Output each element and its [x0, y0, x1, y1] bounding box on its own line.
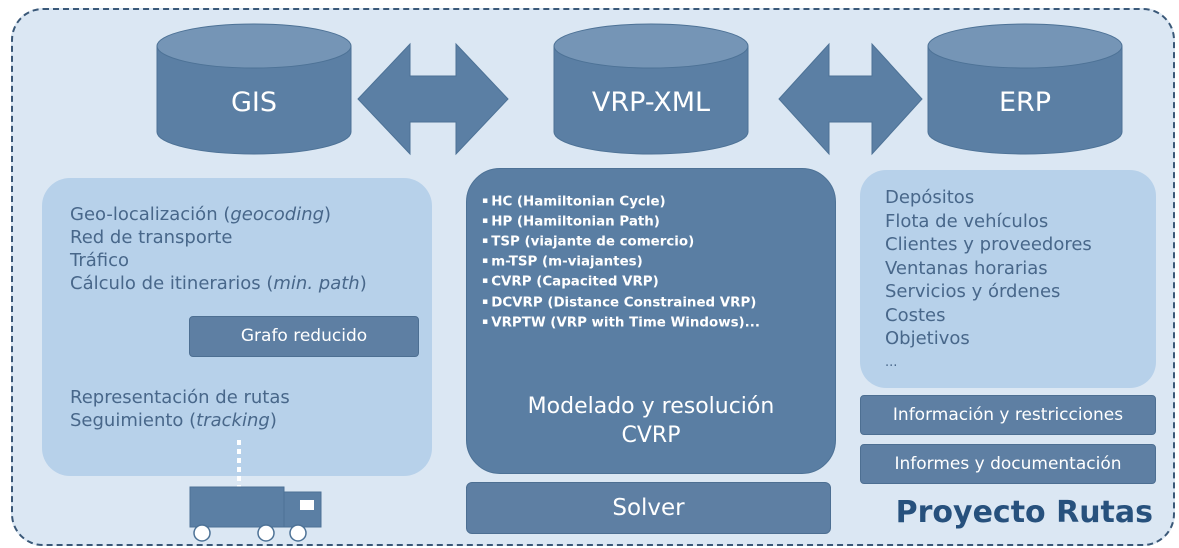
list-item: Objetivos [885, 328, 970, 349]
vrp-xml-label: VRP-XML [591, 87, 711, 118]
list-item: CVRP (Capacited VRP) [482, 272, 760, 292]
list-item: Cálculo de itinerarios (min. path) [70, 273, 367, 294]
list-item: Representación de rutas [70, 387, 290, 408]
gis-label: GIS [230, 87, 278, 118]
double-arrow-icon [357, 42, 509, 156]
erp-data-list: Depósitos Flota de vehículos Clientes y … [885, 186, 1092, 374]
modelado-title: Modelado y resolución CVRP [466, 392, 836, 450]
list-item: VRPTW (VRP with Time Windows)... [482, 313, 760, 333]
list-item: Seguimiento (tracking) [70, 410, 277, 431]
list-item: Red de transporte [70, 227, 233, 248]
list-item: m-TSP (m-viajantes) [482, 252, 760, 272]
tracking-list: Representación de rutas Seguimiento (tra… [70, 386, 290, 432]
solver-box: Solver [466, 482, 831, 534]
vrp-xml-database-icon [553, 23, 749, 155]
informes-box: Informes y documentación [860, 444, 1156, 484]
algorithm-list: HC (Hamiltonian Cycle) HP (Hamiltonian P… [482, 192, 760, 333]
list-item: HP (Hamiltonian Path) [482, 212, 760, 232]
list-item: Geo-localización (geocoding) [70, 204, 332, 225]
list-item: Costes [885, 304, 946, 326]
list-item: TSP (viajante de comercio) [482, 232, 760, 252]
list-item: Ventanas horarias [885, 257, 1048, 279]
list-item: HC (Hamiltonian Cycle) [482, 192, 760, 212]
gis-database-icon [156, 23, 352, 155]
modelado-title-line1: Modelado y resolución [527, 394, 775, 419]
project-title: Proyecto Rutas [895, 495, 1153, 530]
list-item: Servicios y órdenes [885, 281, 1061, 302]
erp-label: ERP [998, 87, 1052, 118]
list-item: Clientes y proveedores [885, 234, 1092, 255]
list-item: Depósitos [885, 187, 975, 208]
erp-data-panel [860, 170, 1156, 388]
double-arrow-icon [778, 42, 923, 156]
list-item: DCVRP (Distance Constrained VRP) [482, 293, 760, 313]
modelado-title-line2: CVRP [621, 423, 681, 448]
list-item: ... [885, 354, 898, 370]
list-item: Tráfico [70, 250, 130, 271]
list-item: Flota de vehículos [885, 210, 1049, 232]
info-restricciones-box: Información y restricciones [860, 395, 1156, 435]
truck-icon [189, 440, 322, 542]
grafo-reducido-box: Grafo reducido [189, 316, 419, 357]
gis-functions-list: Geo-localización (geocoding) Red de tran… [70, 203, 367, 295]
erp-database-icon [927, 23, 1123, 155]
